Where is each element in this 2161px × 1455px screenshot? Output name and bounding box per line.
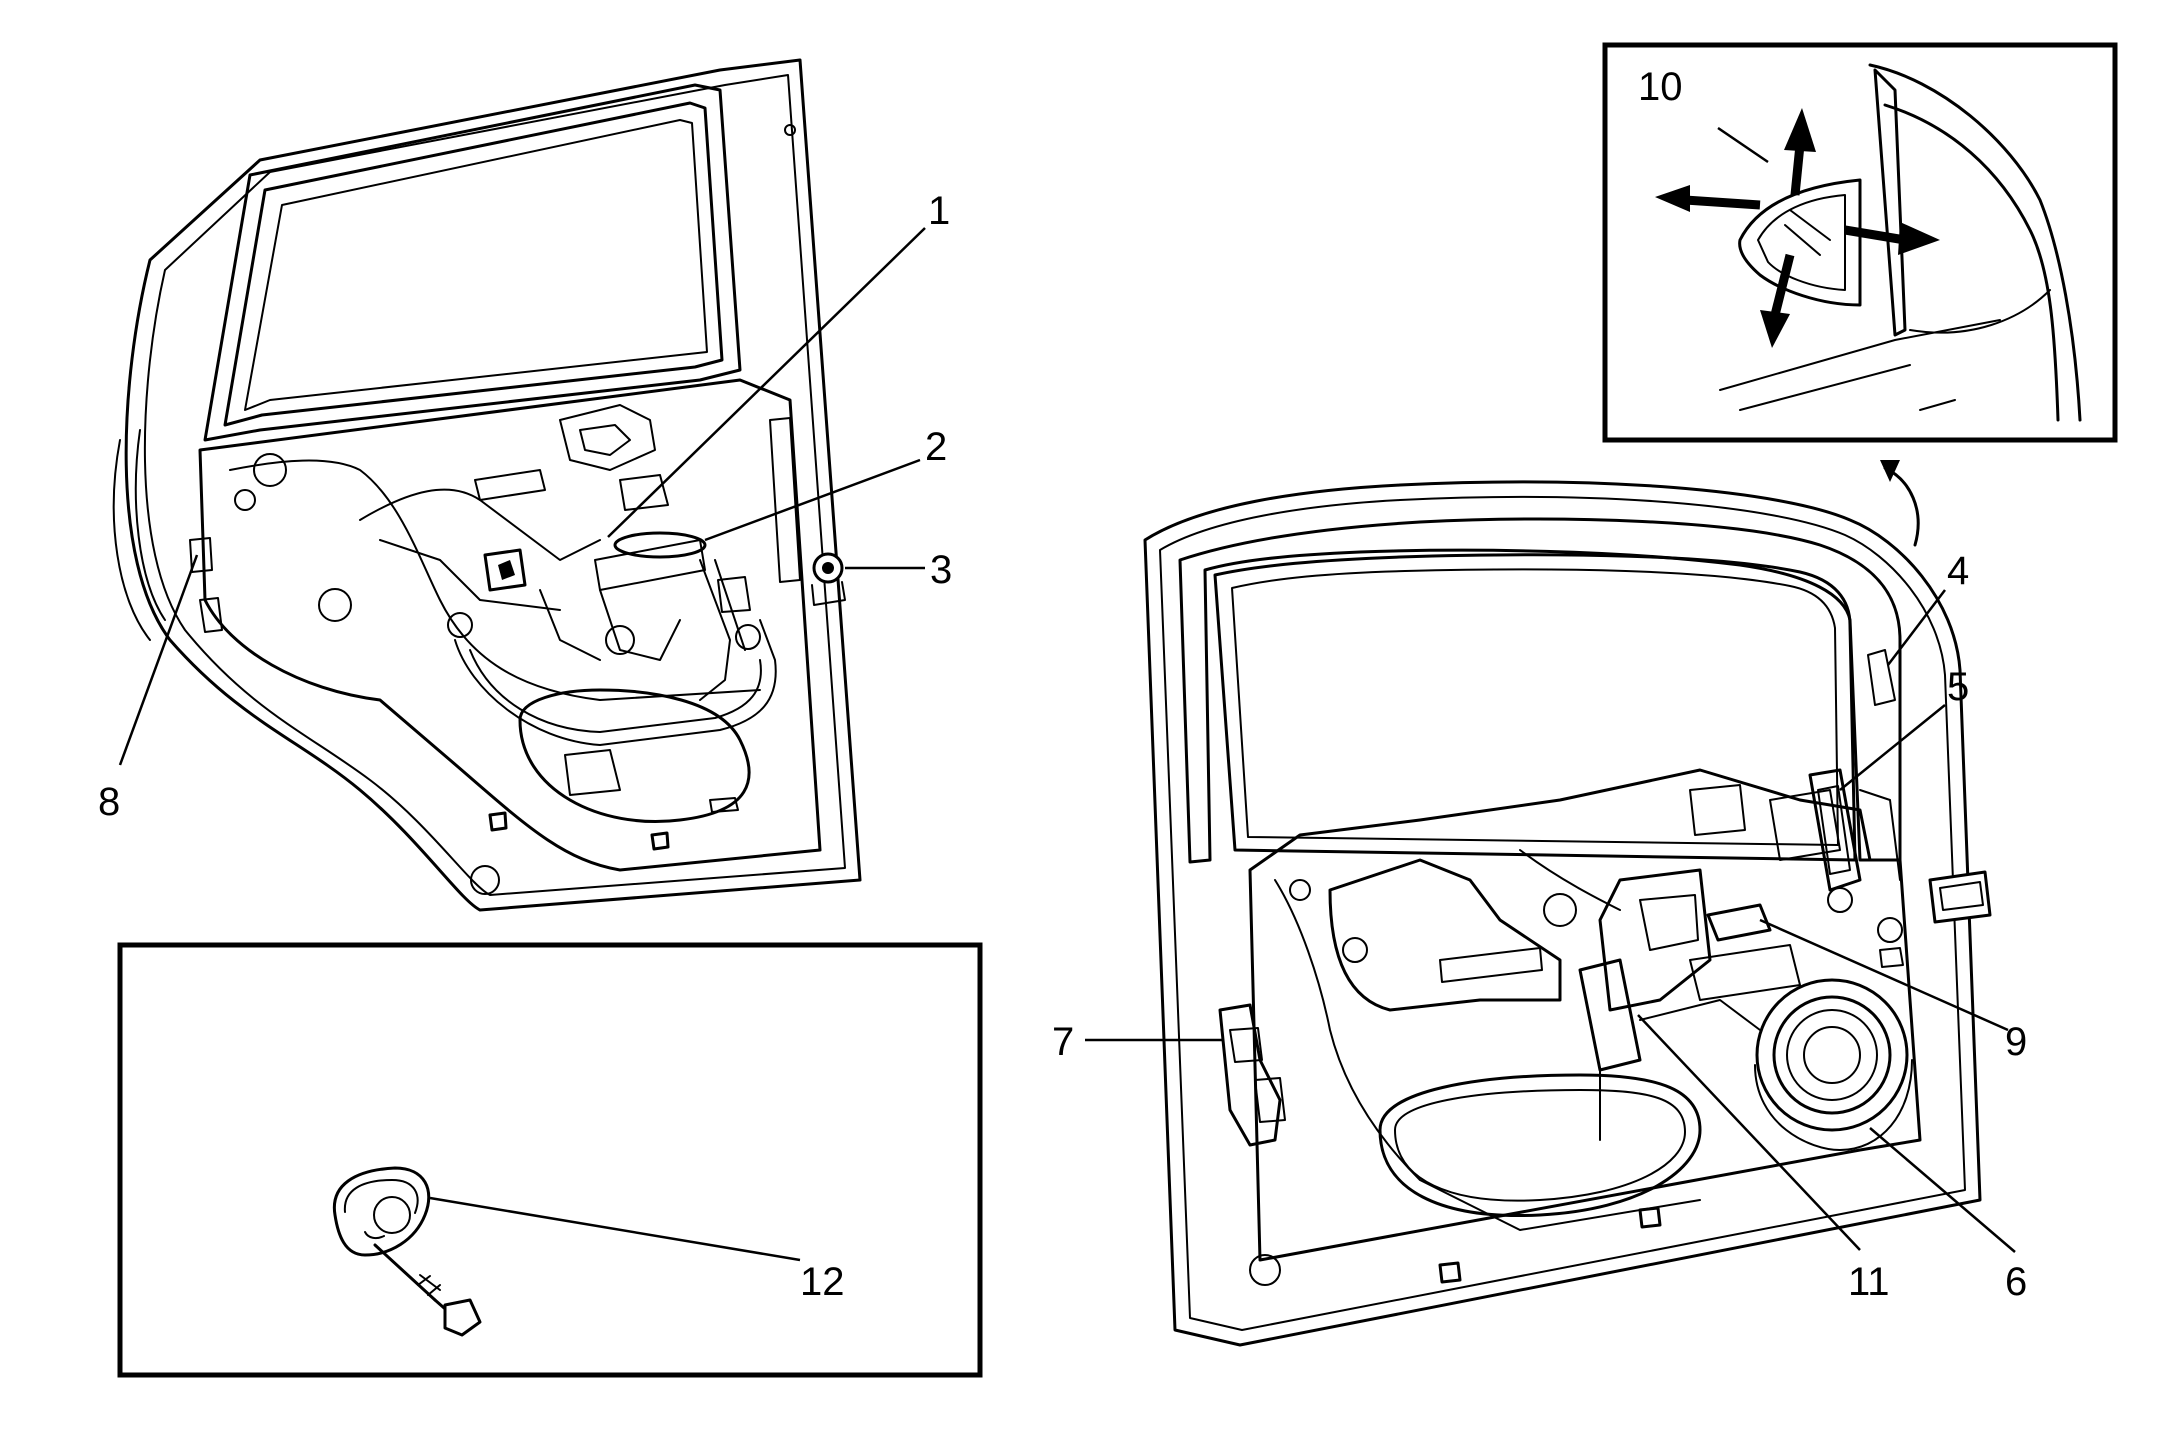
callout-9: 9	[2005, 1020, 2027, 1064]
rear-door-illustration	[112, 58, 862, 912]
callout-11: 11	[1848, 1260, 1890, 1304]
callout-3: 3	[930, 548, 952, 592]
callout-1: 1	[928, 189, 950, 233]
callout-5: 5	[1947, 665, 1969, 709]
detail-box-12	[117, 942, 983, 1378]
leader-lines	[118, 126, 2016, 1262]
callout-12: 12	[800, 1260, 845, 1304]
callout-labels: 1 2 3 4 5 6 7 8 9 10 11 12	[98, 65, 2027, 1304]
callout-10: 10	[1638, 65, 1683, 109]
callout-7: 7	[1052, 1020, 1074, 1064]
detail-box-10	[1602, 42, 2118, 443]
callout-6: 6	[2005, 1260, 2027, 1304]
callout-4: 4	[1947, 549, 1969, 593]
callout-2: 2	[925, 425, 947, 469]
callout-8: 8	[98, 780, 120, 824]
front-door-illustration	[1143, 460, 1992, 1347]
